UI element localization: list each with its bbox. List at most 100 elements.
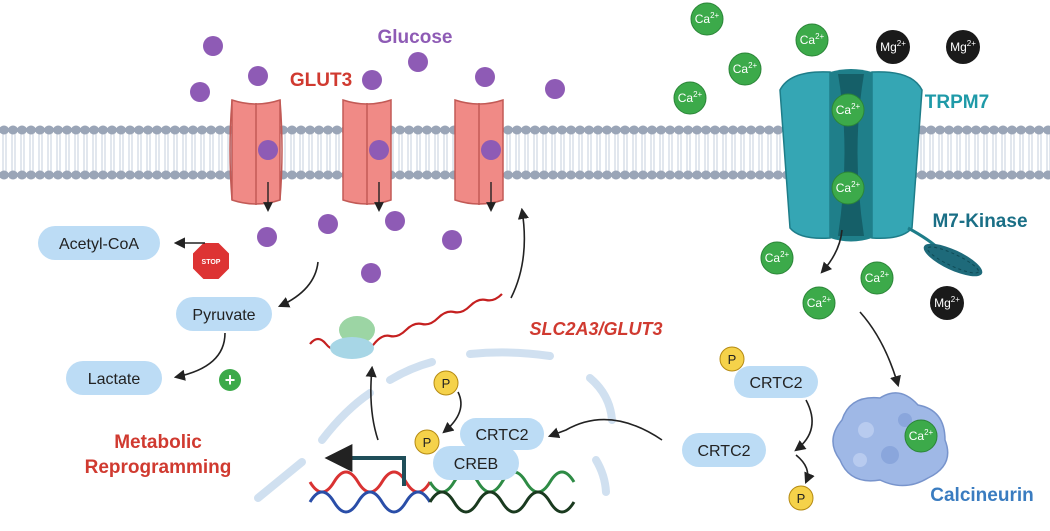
glucose-molecule <box>385 211 405 231</box>
lipid-head <box>656 170 666 180</box>
lipid-head <box>35 125 45 135</box>
lipid-head <box>107 125 117 135</box>
lipid-head <box>17 170 27 180</box>
lipid-head <box>134 170 144 180</box>
lipid-head <box>62 125 72 135</box>
lipid-head <box>440 170 450 180</box>
lipid-head <box>1034 125 1044 135</box>
svg-text:Ca2+: Ca2+ <box>678 90 703 105</box>
nuclear-envelope <box>254 348 616 502</box>
lipid-head <box>305 170 315 180</box>
lipid-head <box>503 125 513 135</box>
lipid-head <box>71 125 81 135</box>
svg-text:Pyruvate: Pyruvate <box>192 307 255 324</box>
svg-text:Lactate: Lactate <box>88 371 141 388</box>
lipid-head <box>395 125 405 135</box>
lipid-head <box>962 125 972 135</box>
lipid-head <box>746 125 756 135</box>
glut3-label: GLUT3 <box>290 70 352 91</box>
lipid-head <box>152 170 162 180</box>
signaling-arrows <box>547 229 901 485</box>
lipid-head <box>89 170 99 180</box>
calcineurin-label: Calcineurin <box>930 485 1033 506</box>
lipid-head <box>575 125 585 135</box>
lactate-pill: Lactate <box>66 361 162 395</box>
glut3-transporter <box>229 98 283 212</box>
lipid-head <box>917 170 927 180</box>
lipid-head <box>1016 170 1026 180</box>
svg-text:Ca2+: Ca2+ <box>765 250 790 265</box>
lipid-head <box>683 170 693 180</box>
lipid-head <box>431 170 441 180</box>
lipid-head <box>611 125 621 135</box>
svg-text:Ca2+: Ca2+ <box>909 428 934 443</box>
lipid-head <box>521 125 531 135</box>
lipid-head <box>584 125 594 135</box>
plus-icon: + <box>219 369 241 391</box>
metabolic-reprogramming-label-line2: Reprogramming <box>85 457 232 478</box>
lipid-head <box>314 125 324 135</box>
glut3-transporter <box>342 98 392 212</box>
glucose-molecule <box>190 82 210 102</box>
glucose-molecule <box>369 140 389 160</box>
lipid-head <box>143 125 153 135</box>
lipid-head <box>71 170 81 180</box>
lipid-head <box>215 170 225 180</box>
lipid-head <box>179 170 189 180</box>
lipid-head <box>170 125 180 135</box>
lipid-head <box>197 125 207 135</box>
lipid-head <box>512 125 522 135</box>
lipid-head <box>395 170 405 180</box>
calcium-ion: Ca2+ <box>904 419 938 453</box>
svg-text:CREB: CREB <box>454 456 498 473</box>
lipid-head <box>692 125 702 135</box>
glucose-molecule <box>258 140 278 160</box>
calcium-ion: Ca2+ <box>673 81 707 115</box>
lipid-head <box>737 170 747 180</box>
acetyl-coa-pill: Acetyl-CoA <box>38 226 160 260</box>
lipid-head <box>98 170 108 180</box>
lipid-head <box>692 170 702 180</box>
lipid-head <box>1034 170 1044 180</box>
lipid-head <box>1025 125 1035 135</box>
lipid-head <box>296 170 306 180</box>
glucose-label: Glucose <box>378 27 453 48</box>
lipid-head <box>35 170 45 180</box>
lipid-head <box>143 170 153 180</box>
lipid-head <box>971 125 981 135</box>
svg-text:Ca2+: Ca2+ <box>807 295 832 310</box>
lipid-head <box>764 170 774 180</box>
lipid-head <box>710 170 720 180</box>
lipid-head <box>566 125 576 135</box>
m7-kinase-label: M7-Kinase <box>932 211 1027 232</box>
lipid-head <box>737 125 747 135</box>
lipid-head <box>557 125 567 135</box>
lipid-head <box>17 125 27 135</box>
lipid-head <box>26 125 36 135</box>
lipid-head <box>1007 125 1017 135</box>
trpm7-label: TRPM7 <box>925 92 989 113</box>
svg-text:Ca2+: Ca2+ <box>836 180 861 195</box>
lipid-head <box>26 170 36 180</box>
lipid-head <box>701 170 711 180</box>
lipid-head <box>647 170 657 180</box>
lipid-head <box>989 170 999 180</box>
lipid-head <box>665 170 675 180</box>
glucose-molecule <box>203 36 223 56</box>
lipid-head <box>998 170 1008 180</box>
lipid-head <box>1016 125 1026 135</box>
lipid-head <box>701 125 711 135</box>
svg-text:CRTC2: CRTC2 <box>749 375 802 392</box>
lipid-head <box>773 170 783 180</box>
lipid-head <box>944 125 954 135</box>
lipid-head <box>53 170 63 180</box>
stop-sign-icon: STOP <box>191 241 231 281</box>
lipid-head <box>161 125 171 135</box>
lipid-head <box>926 125 936 135</box>
svg-text:Mg2+: Mg2+ <box>950 39 976 54</box>
calcium-ion: Ca2+ <box>728 52 762 86</box>
lipid-head <box>305 125 315 135</box>
lipid-head <box>548 125 558 135</box>
lipid-head <box>179 125 189 135</box>
lipid-head <box>953 125 963 135</box>
